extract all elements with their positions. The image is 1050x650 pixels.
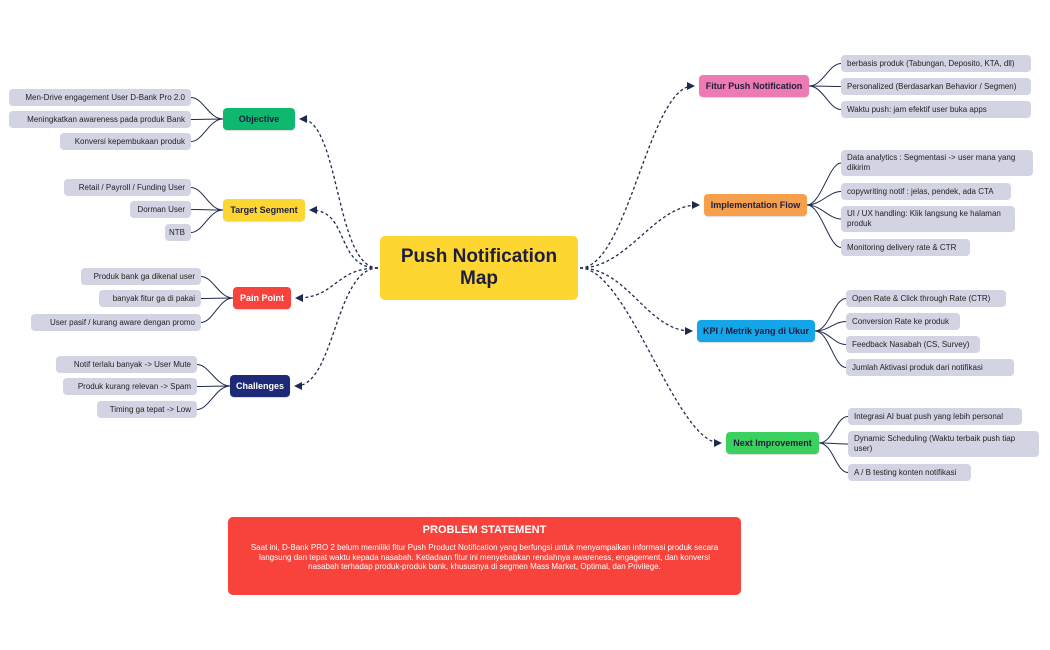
leaf-kpi-metrik-yang-di-ukur-1[interactable]: Open Rate & Click through Rate (CTR) [846,290,1006,307]
branch-pain-point[interactable]: Pain Point [233,287,291,309]
leaf-objective-3[interactable]: Konversi kepembukaan produk [60,133,191,150]
leaf-challenges-2[interactable]: Produk kurang relevan -> Spam [63,378,197,395]
branch-kpi-metrik-yang-di-ukur[interactable]: KPI / Metrik yang di Ukur [697,320,815,342]
leaf-challenges-3[interactable]: Timing ga tepat -> Low [97,401,197,418]
leaf-connector-next-improvement-2 [818,442,849,445]
leaf-next-improvement-3[interactable]: A / B testing konten notifikasi [848,464,971,481]
leaf-connector-implementation-flow-4 [806,204,842,248]
leaf-fitur-push-notification-1[interactable]: berbasis produk (Tabungan, Deposito, KTA… [841,55,1031,72]
connector-objective [299,115,379,269]
connector-next-improvement [579,267,722,447]
connector-implementation-flow [579,201,700,269]
leaf-connector-challenges-2 [196,385,231,387]
problem-statement-text: Saat ini, D-Bank PRO 2 belum memiliki fi… [250,543,719,571]
leaf-connector-next-improvement-1 [818,416,849,444]
leaf-pain-point-1[interactable]: Produk bank ga dikenal user [81,268,201,285]
leaf-connector-implementation-flow-2 [806,191,842,206]
connector-pain-point [295,267,379,302]
leaf-connector-pain-point-3 [200,297,234,323]
leaf-connector-fitur-push-notification-3 [808,85,842,110]
leaf-connector-kpi-metrik-yang-di-ukur-1 [814,298,847,332]
leaf-connector-challenges-1 [196,364,231,387]
leaf-connector-challenges-3 [196,385,231,410]
leaf-connector-target-segment-2 [190,209,224,211]
leaf-next-improvement-2[interactable]: Dynamic Scheduling (Waktu terbaik push t… [848,431,1039,457]
leaf-connector-target-segment-3 [190,209,224,233]
connector-kpi-metrik-yang-di-ukur [579,267,693,335]
leaf-target-segment-1[interactable]: Retail / Payroll / Funding User [64,179,191,196]
leaf-connector-target-segment-1 [190,187,224,211]
leaf-pain-point-2[interactable]: banyak fitur ga di pakai [99,290,201,307]
leaf-fitur-push-notification-3[interactable]: Waktu push: jam efektif user buka apps [841,101,1031,118]
leaf-connector-pain-point-2 [200,297,234,299]
branch-objective[interactable]: Objective [223,108,295,130]
leaf-kpi-metrik-yang-di-ukur-2[interactable]: Conversion Rate ke produk [846,313,960,330]
leaf-target-segment-2[interactable]: Dorman User [130,201,191,218]
central-topic[interactable]: Push Notification Map [380,236,578,300]
leaf-pain-point-3[interactable]: User pasif / kurang aware dengan promo [31,314,201,331]
leaf-implementation-flow-4[interactable]: Monitoring delivery rate & CTR [841,239,970,256]
branch-target-segment[interactable]: Target Segment [223,199,305,221]
leaf-kpi-metrik-yang-di-ukur-3[interactable]: Feedback Nasabah (CS, Survey) [846,336,980,353]
leaf-connector-fitur-push-notification-1 [808,63,842,87]
leaf-implementation-flow-1[interactable]: Data analytics : Segmentasi -> user mana… [841,150,1033,176]
leaf-kpi-metrik-yang-di-ukur-4[interactable]: Jumlah Aktivasi produk dari notifikasi [846,359,1014,376]
leaf-connector-next-improvement-3 [818,442,849,473]
branch-next-improvement[interactable]: Next Improvement [726,432,819,454]
leaf-connector-pain-point-1 [200,276,234,299]
problem-statement-title: PROBLEM STATEMENT [422,524,547,536]
leaf-challenges-1[interactable]: Notif terlalu banyak -> User Mute [56,356,197,373]
branch-fitur-push-notification[interactable]: Fitur Push Notification [699,75,809,97]
leaf-connector-implementation-flow-1 [806,162,842,206]
connector-challenges [294,267,379,390]
leaf-objective-2[interactable]: Meningkatkan awareness pada produk Bank [9,111,191,128]
connector-target-segment [309,206,379,269]
leaf-connector-kpi-metrik-yang-di-ukur-4 [814,330,847,368]
leaf-next-improvement-1[interactable]: Integrasi AI buat push yang lebih person… [848,408,1022,425]
branch-challenges[interactable]: Challenges [230,375,290,397]
problem-statement-box: PROBLEM STATEMENT Saat ini, D-Bank PRO 2… [228,517,741,595]
leaf-connector-fitur-push-notification-2 [808,85,842,87]
leaf-objective-1[interactable]: Men-Drive engagement User D-Bank Pro 2.0 [9,89,191,106]
leaf-connector-kpi-metrik-yang-di-ukur-2 [814,321,847,332]
leaf-implementation-flow-2[interactable]: copywriting notif : jelas, pendek, ada C… [841,183,1011,200]
connector-fitur-push-notification [579,82,695,269]
leaf-fitur-push-notification-2[interactable]: Personalized (Berdasarkan Behavior / Seg… [841,78,1031,95]
leaf-connector-objective-3 [190,118,224,142]
leaf-implementation-flow-3[interactable]: UI / UX handling: Klik langsung ke halam… [841,206,1015,232]
branch-implementation-flow[interactable]: Implementation Flow [704,194,807,216]
leaf-target-segment-3[interactable]: NTB [165,224,191,241]
leaf-connector-objective-1 [190,97,224,120]
